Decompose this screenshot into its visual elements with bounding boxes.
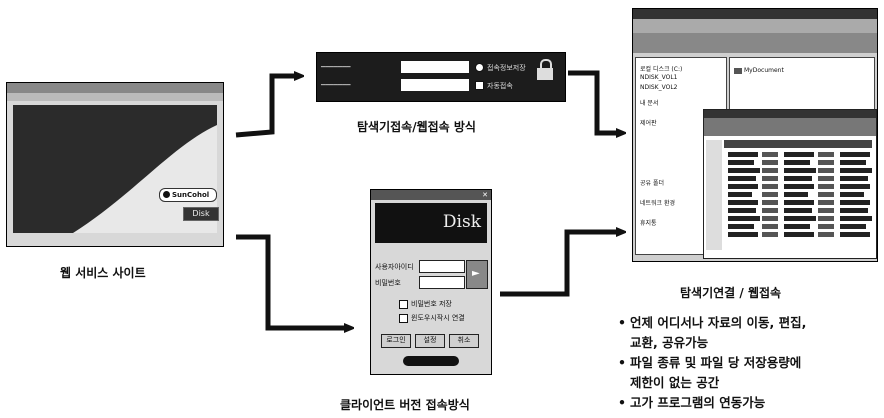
- feature-list: 언제 어디서나 자료의 이동, 편집, 교환, 공유가능 파일 종류 및 파일 …: [618, 313, 880, 413]
- explorer-tree-pane: 로컬 디스크 (C:) NDISK_VOL1 NDISK_VOL2 내 문서 제…: [635, 57, 727, 255]
- client-pw-input[interactable]: [419, 276, 465, 289]
- feature-item: 언제 어디서나 자료의 이동, 편집,: [618, 313, 880, 333]
- tree-item[interactable]: 공유 폴더: [640, 180, 664, 187]
- arrow-login-to-explorer: [568, 70, 622, 133]
- client-check-1[interactable]: [399, 300, 408, 309]
- browser-toolbar: [7, 93, 223, 101]
- folder-icon: [734, 68, 742, 74]
- web-list-titlebar: [704, 110, 876, 118]
- client-pw-label: 비밀번호: [375, 279, 401, 287]
- table-row[interactable]: [728, 192, 872, 197]
- client-window-screenshot: ✕ Disk 사용자아이디 비밀번호 ► 비밀번호 저장 윈도우시작시 연결 로…: [370, 189, 492, 375]
- site-brand: SunCohol: [172, 191, 210, 199]
- client-cancel-button[interactable]: 취소: [449, 334, 479, 348]
- client-go-button[interactable]: ►: [466, 260, 488, 289]
- table-row[interactable]: [728, 216, 872, 221]
- site-swoosh: [73, 125, 217, 233]
- tree-item[interactable]: NDISK_VOL1: [640, 74, 678, 81]
- arrow-site-to-login: [235, 76, 300, 138]
- client-id-label: 사용자아이디: [375, 263, 414, 271]
- explorer-access-label: 탐색기접속/웹접속 방식: [357, 120, 476, 134]
- client-id-input[interactable]: [419, 260, 465, 273]
- feature-item-continued: 교환, 공유가능: [630, 335, 709, 350]
- web-list-sidebar: [706, 140, 722, 250]
- site-disk-button[interactable]: Disk: [183, 207, 219, 221]
- client-title: Disk: [442, 212, 481, 232]
- table-row[interactable]: [728, 184, 872, 189]
- login-pw-input[interactable]: [401, 79, 469, 91]
- client-check-1-label: 비밀번호 저장: [411, 300, 452, 308]
- login-bar-screenshot: ━━━━━━━ ━━━━━━━ 접속정보저장 자동접속: [316, 52, 566, 102]
- client-check-2-label: 윈도우시작시 연결: [411, 314, 465, 322]
- client-titlebar: ✕: [371, 190, 491, 200]
- table-row[interactable]: [728, 152, 872, 157]
- table-row[interactable]: [728, 208, 872, 213]
- explorer-connect-label: 탐색기연결 / 웹접속: [680, 286, 782, 300]
- browser-titlebar: [7, 83, 223, 93]
- explorer-titlebar: [633, 9, 877, 19]
- tree-item[interactable]: NDISK_VOL2: [640, 84, 678, 91]
- login-bar-caption-2: ━━━━━━━: [321, 81, 351, 89]
- explorer-screenshot: 로컬 디스크 (C:) NDISK_VOL1 NDISK_VOL2 내 문서 제…: [632, 8, 878, 262]
- client-settings-button[interactable]: 설정: [415, 334, 445, 348]
- login-lock-icon[interactable]: [537, 59, 553, 83]
- table-row[interactable]: [728, 160, 872, 165]
- brand-icon: [163, 191, 170, 198]
- table-row[interactable]: [728, 176, 872, 181]
- web-service-screenshot: SunCohol Disk: [6, 82, 224, 247]
- login-checkbox-2-label: 자동접속: [487, 82, 513, 90]
- login-checkbox-2[interactable]: [475, 81, 484, 90]
- explorer-files-pane: MyDocument: [729, 57, 875, 113]
- web-list-window: [703, 109, 877, 259]
- client-login-button[interactable]: 로그인: [381, 334, 411, 348]
- table-row[interactable]: [728, 224, 872, 229]
- tree-item[interactable]: 네트워크 환경: [640, 200, 676, 207]
- web-list-header: [724, 140, 872, 148]
- table-row[interactable]: [728, 200, 872, 205]
- tree-item[interactable]: 로컬 디스크 (C:): [640, 66, 683, 73]
- client-access-label: 클라이언트 버전 접속방식: [340, 398, 470, 412]
- tree-item[interactable]: 휴지통: [640, 220, 657, 227]
- client-banner: Disk: [375, 203, 487, 243]
- table-row[interactable]: [728, 168, 872, 173]
- tree-item[interactable]: 내 문서: [640, 100, 659, 107]
- site-logo-badge: SunCohol: [159, 188, 217, 202]
- login-bar-caption-1: ━━━━━━━: [321, 63, 351, 71]
- client-check-2[interactable]: [399, 314, 408, 323]
- client-footer-logo: [403, 356, 459, 366]
- table-row[interactable]: [728, 232, 872, 237]
- web-service-label: 웹 서비스 사이트: [60, 266, 146, 280]
- login-id-input[interactable]: [401, 61, 469, 73]
- arrow-client-to-explorer: [500, 232, 622, 297]
- close-icon[interactable]: ✕: [482, 191, 488, 199]
- explorer-menubar: [633, 19, 877, 33]
- web-list-banner: [704, 118, 876, 136]
- folder-item[interactable]: MyDocument: [744, 67, 784, 74]
- feature-item: 고가 프로그램의 연동가능: [618, 393, 880, 413]
- arrow-site-to-client: [236, 234, 350, 328]
- site-disk-label: Disk: [192, 209, 210, 218]
- arrow-right-icon: ►: [472, 268, 480, 279]
- tree-item[interactable]: 제어판: [640, 120, 657, 127]
- explorer-toolbar: [633, 33, 877, 53]
- login-checkbox-1-label: 접속정보저장: [487, 64, 526, 72]
- login-checkbox-1[interactable]: [475, 63, 484, 72]
- feature-item: 파일 종류 및 파일 당 저장용량에: [618, 353, 880, 373]
- feature-item-continued: 제한이 없는 공간: [630, 375, 720, 390]
